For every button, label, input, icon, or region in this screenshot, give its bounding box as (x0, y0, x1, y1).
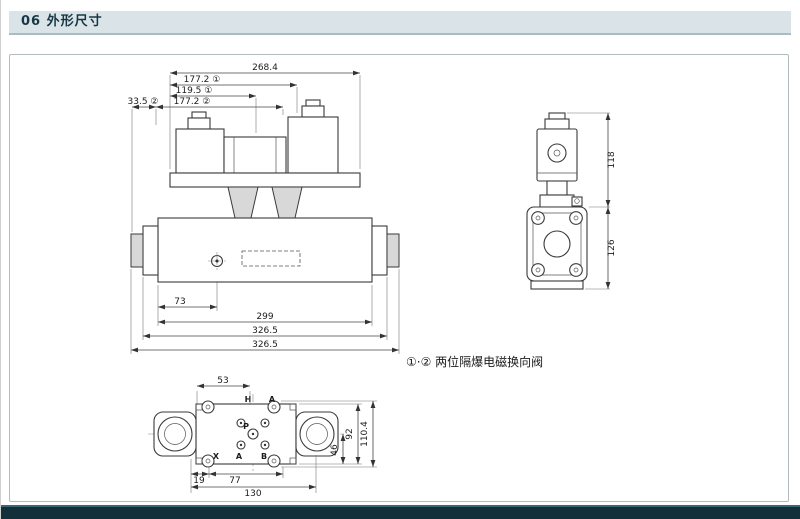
right-solenoid-cable-gland (301, 105, 325, 118)
dim-label-110-4: 110.4 (360, 421, 370, 447)
bolt-hole (569, 263, 583, 277)
dim-label-177-2-1: 177.2 ① (184, 75, 221, 85)
dim-label-268-4: 268.4 (252, 63, 278, 73)
dim-label-177-2-2: 177.2 ② (174, 97, 211, 107)
mount-hole-inner (271, 458, 277, 464)
right-solenoid-end-inner (306, 423, 328, 445)
dim-label-53: 53 (217, 376, 228, 386)
solenoid-cap-ridge (548, 112, 566, 120)
technical-drawing: 268.4 177.2 ① 119.5 ① 33.5 ② 177.2 ② 73 … (128, 63, 617, 499)
right-end-cap (371, 225, 388, 276)
hidden-detail-rect (241, 250, 301, 267)
bolt-hole (569, 211, 583, 225)
bolt-hole (531, 211, 545, 225)
mount-hole (267, 454, 281, 468)
side-tab-hole (574, 198, 580, 204)
dim-label-19: 19 (193, 476, 205, 486)
subplate (169, 172, 361, 188)
left-end-stub (130, 233, 144, 268)
right-solenoid-coil (287, 116, 339, 174)
bolt-hole-inner (573, 267, 579, 273)
port-dot (251, 432, 255, 436)
dim-label-77: 77 (229, 476, 240, 486)
right-solenoid-end (299, 416, 335, 452)
port-label-a-bottom: A (236, 452, 243, 461)
port-dot (263, 443, 267, 447)
corner-pad (289, 403, 297, 411)
dim-label-326-5-b: 326.5 (252, 340, 278, 350)
mount-hole (201, 400, 215, 414)
port-label-h: H (245, 395, 252, 404)
valve-note: ①·② 两位隔爆电磁换向阀 (406, 355, 544, 369)
dim-label-118: 118 (607, 151, 617, 168)
port-dot (239, 421, 243, 425)
side-view: 118 126 (526, 112, 617, 290)
dim-label-46: 46 (330, 444, 340, 456)
left-solenoid-cable-gland (187, 117, 211, 130)
bolt-hole-inner (535, 215, 541, 221)
port-label-p: P (243, 422, 249, 431)
dim-label-130: 130 (244, 489, 261, 499)
valve-neck (546, 180, 568, 196)
dim-label-326-5-a: 326.5 (252, 326, 278, 336)
corner-pad (195, 403, 203, 411)
bolt-hole (531, 263, 545, 277)
section-title: 06 外形尺寸 (21, 14, 103, 29)
center-port-circle (543, 230, 571, 258)
mounting-block-inner (532, 212, 582, 276)
base-plate (530, 280, 584, 290)
mount-hole-inner (205, 458, 211, 464)
port-center-dot (215, 259, 219, 263)
top-view: H A X A B P 53 92 110.4 4 (148, 376, 377, 499)
left-solenoid-end (157, 416, 193, 452)
coil-boss-inner-circle (553, 149, 561, 157)
coil-boss-circle (547, 143, 567, 163)
left-solenoid-cap-ridge (191, 111, 207, 119)
valve-body-top (195, 403, 297, 465)
drawing-area: 268.4 177.2 ① 119.5 ① 33.5 ② 177.2 ② 73 … (9, 54, 789, 502)
right-solenoid-cap-ridge (305, 99, 321, 107)
connector-boss-left (227, 186, 259, 219)
dim-label-119-5: 119.5 ① (176, 86, 213, 96)
dim-label-92: 92 (345, 428, 355, 439)
connector-boss-right (271, 186, 303, 219)
dim-label-33-5: 33.5 ② (128, 97, 159, 107)
bolt-hole-inner (573, 215, 579, 221)
dim-label-73: 73 (174, 297, 185, 307)
port-label-x: X (213, 452, 220, 461)
side-tab (571, 196, 583, 207)
mount-hole-inner (205, 404, 211, 410)
port-dot (239, 443, 243, 447)
front-view: 268.4 177.2 ① 119.5 ① 33.5 ② 177.2 ② 73 … (128, 63, 400, 354)
valve-flange (539, 194, 575, 208)
dim-label-126: 126 (607, 239, 617, 256)
mount-hole-inner (271, 404, 277, 410)
left-solenoid-coil (175, 128, 225, 174)
main-valve-body (157, 217, 373, 283)
left-end-cap (142, 225, 159, 276)
footer-bar (1, 505, 800, 519)
corner-pad (289, 457, 297, 465)
port-label-a-top: A (269, 395, 276, 404)
solenoid-cable-gland (544, 118, 570, 130)
pilot-valve-body (223, 136, 287, 174)
corner-pad (195, 457, 203, 465)
dim-label-299: 299 (256, 312, 273, 322)
port-label-b: B (261, 452, 267, 461)
left-solenoid-end-inner (164, 423, 186, 445)
mount-hole (267, 400, 281, 414)
port-dot (263, 421, 267, 425)
bolt-hole-inner (535, 267, 541, 273)
section-header: 06 外形尺寸 (9, 11, 791, 35)
right-end-stub (386, 233, 400, 268)
